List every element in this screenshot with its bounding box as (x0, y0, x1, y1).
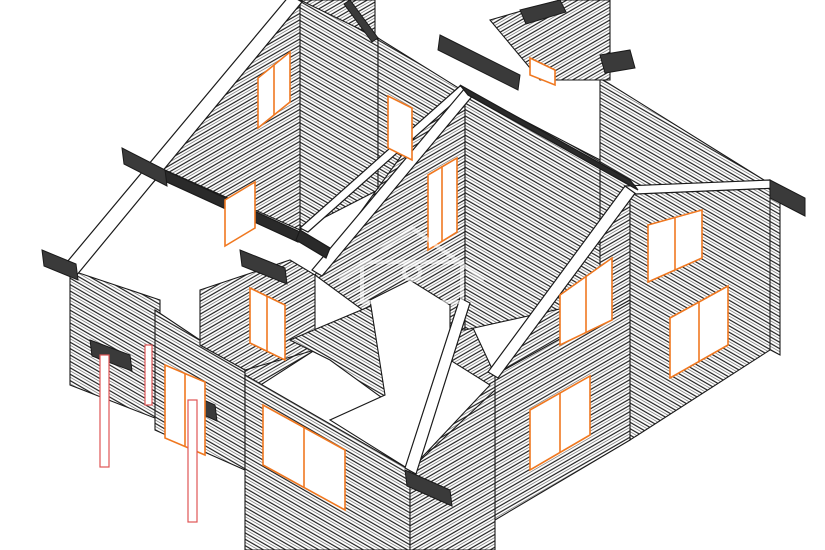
door-central-gable (427, 156, 458, 252)
window-right-gable-upper (559, 256, 613, 347)
openings (164, 50, 729, 512)
window-upper-left (257, 50, 291, 130)
window-end-lower (669, 284, 729, 380)
door-upper-balcony (387, 94, 413, 162)
house-logo-watermark-icon (338, 225, 486, 304)
window-top-small (529, 56, 556, 87)
porch-posts (99, 344, 198, 523)
window-ground-front (262, 403, 346, 512)
window-end-upper (647, 208, 703, 284)
window-left-gable (224, 180, 256, 248)
window-ground-right (529, 374, 591, 472)
door-porch-left (249, 286, 286, 362)
